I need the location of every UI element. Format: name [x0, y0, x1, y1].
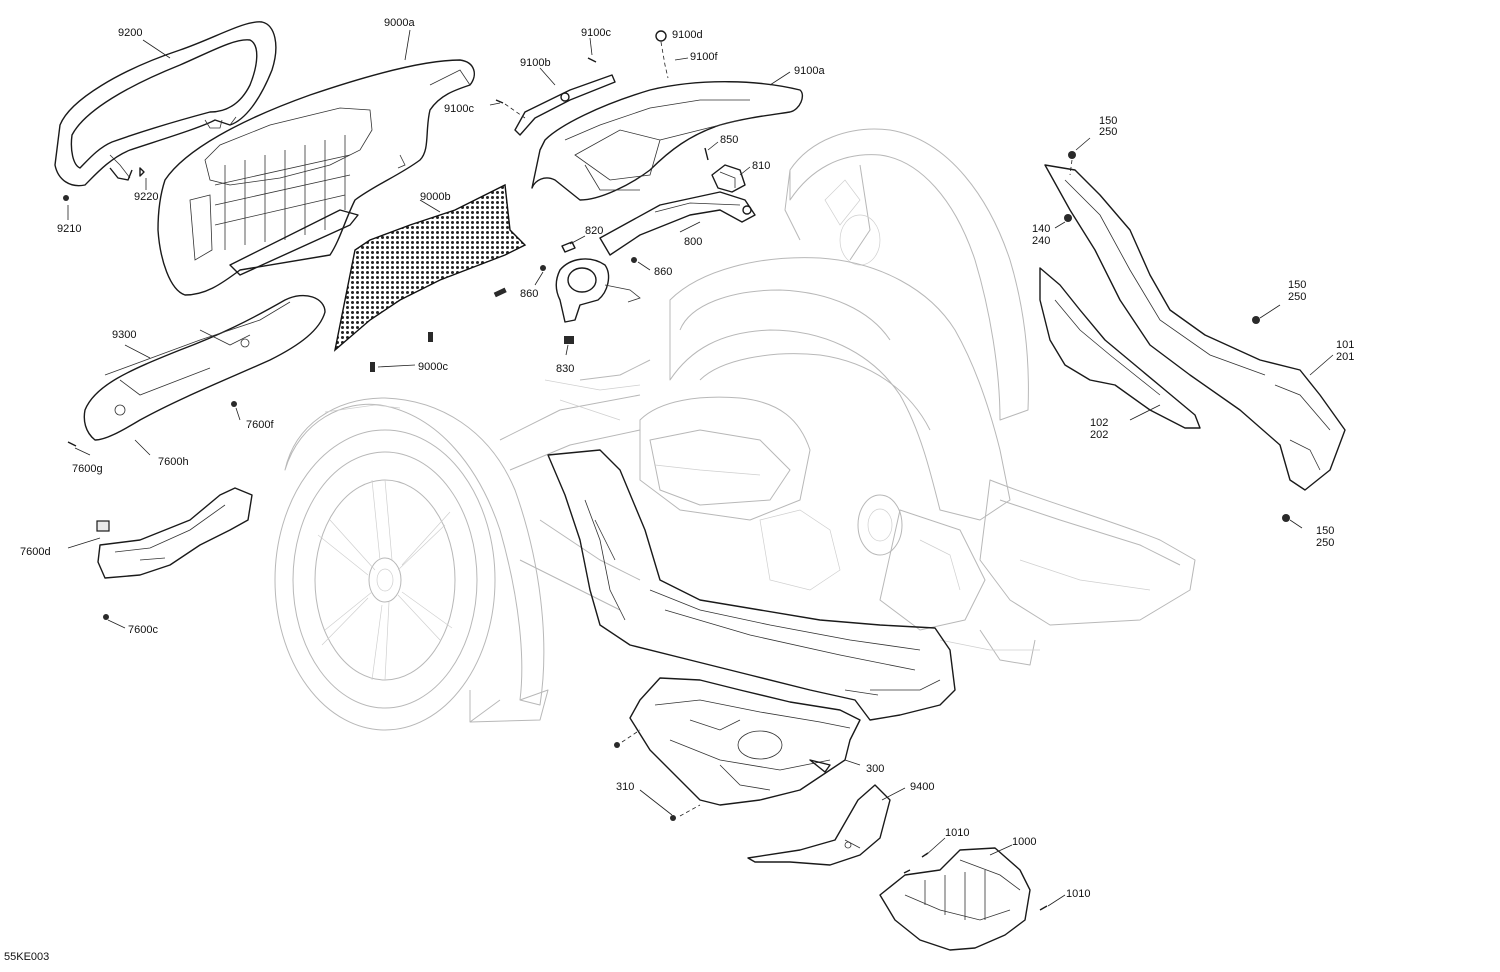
part-9000a-front-fascia	[157, 59, 476, 296]
part-800-support-bracket	[599, 191, 756, 256]
part-9100d-fastener	[655, 30, 667, 42]
callout-9000c: 9000c	[418, 361, 448, 373]
part-150-250-fastener-mid	[1252, 316, 1260, 324]
callout-310: 310	[616, 781, 634, 793]
part-7600g-screw	[67, 441, 77, 447]
callout-850: 850	[720, 134, 738, 146]
callout-150-c: 150	[1316, 525, 1334, 537]
part-9300-lower-fairing	[83, 294, 326, 441]
part-9100b-trim	[514, 74, 616, 136]
callout-250-c: 250	[1316, 537, 1334, 549]
callout-300: 300	[866, 763, 884, 775]
part-860-mount	[555, 258, 641, 323]
part-830-nut	[564, 336, 574, 344]
part-310-screw-lower	[670, 815, 676, 821]
callout-9210: 9210	[57, 223, 81, 235]
part-9400-bracket	[747, 784, 891, 866]
part-1010-screw-bottom	[1039, 905, 1048, 911]
callout-1010-top: 1010	[945, 827, 969, 839]
callout-9000a: 9000a	[384, 17, 415, 29]
vehicle-ghost-outline	[274, 128, 1196, 731]
callout-9400: 9400	[910, 781, 934, 793]
callout-9000b: 9000b	[420, 191, 451, 203]
callout-7600d: 7600d	[20, 546, 51, 558]
callout-7600f: 7600f	[246, 419, 274, 431]
part-810-clamp	[711, 164, 746, 193]
callout-7600h: 7600h	[158, 456, 189, 468]
body-ghost	[499, 257, 1196, 666]
callout-9100d: 9100d	[672, 29, 703, 41]
callout-140: 140	[1032, 223, 1050, 235]
front-left-fender	[284, 397, 549, 723]
callout-9100b: 9100b	[520, 57, 551, 69]
part-860-screw-left	[540, 265, 546, 271]
callout-150-b: 150	[1288, 279, 1306, 291]
callout-250-a: 250	[1099, 126, 1117, 138]
callout-7600g: 7600g	[72, 463, 103, 475]
part-9210-screw	[63, 195, 69, 201]
callout-202: 202	[1090, 429, 1108, 441]
callout-1010-bottom: 1010	[1066, 888, 1090, 900]
callout-labels: 9200 9000a 9100c 9100d 9100f 9100b 9100a…	[20, 17, 1354, 900]
part-300-lower-tray	[629, 677, 861, 806]
part-9100c-screw-mid	[495, 99, 504, 104]
callout-860-right: 860	[654, 266, 672, 278]
callout-1000: 1000	[1012, 836, 1036, 848]
callout-830: 830	[556, 363, 574, 375]
part-140-240-fastener	[1064, 214, 1072, 222]
callout-7600c: 7600c	[128, 624, 158, 636]
callout-810: 810	[752, 160, 770, 172]
part-150-250-fastener-bottom	[1282, 514, 1290, 522]
part-310-screw-upper	[614, 742, 620, 748]
callout-820: 820	[585, 225, 603, 237]
part-9200-front-bezel	[54, 21, 277, 187]
part-9100c-screw-top	[587, 57, 597, 63]
part-1010-screw-left	[903, 869, 911, 874]
part-9000c-clips	[370, 287, 507, 372]
callout-102: 102	[1090, 417, 1108, 429]
part-850-screw	[704, 147, 709, 161]
leader-lines	[67, 29, 1334, 907]
part-101-201-side-panel	[1044, 164, 1346, 491]
callout-250-b: 250	[1288, 291, 1306, 303]
part-9000b-mesh-grille	[333, 183, 527, 352]
part-1000-skid-plate	[879, 847, 1031, 951]
part-9220-clip	[139, 167, 145, 177]
rear-right-fender	[784, 128, 1029, 421]
part-center-side-panel	[547, 449, 956, 721]
part-7600c-screw	[103, 614, 109, 620]
document-id: 55KE003	[4, 951, 49, 963]
part-820-clip	[561, 241, 576, 253]
callout-860-left: 860	[520, 288, 538, 300]
callout-201: 201	[1336, 351, 1354, 363]
callout-240: 240	[1032, 235, 1050, 247]
front-left-wheel	[274, 429, 496, 731]
callout-9100c-mid: 9100c	[444, 103, 474, 115]
callout-9200: 9200	[118, 27, 142, 39]
callout-101: 101	[1336, 339, 1354, 351]
callout-9300: 9300	[112, 329, 136, 341]
callout-9220: 9220	[134, 191, 158, 203]
part-860-screw-right	[631, 257, 637, 263]
part-7600f-fastener	[231, 401, 237, 407]
callout-150-a: 150	[1099, 115, 1117, 127]
part-150-250-fastener-top	[1068, 151, 1076, 159]
callout-800: 800	[684, 236, 702, 248]
callout-9100c-top: 9100c	[581, 27, 611, 39]
part-102-202-side-panel	[1039, 267, 1201, 429]
callout-9100f: 9100f	[690, 51, 718, 63]
callout-9100a: 9100a	[794, 65, 825, 77]
part-9100a-upper-cowl	[531, 81, 804, 201]
part-7600d-bracket	[96, 487, 253, 579]
